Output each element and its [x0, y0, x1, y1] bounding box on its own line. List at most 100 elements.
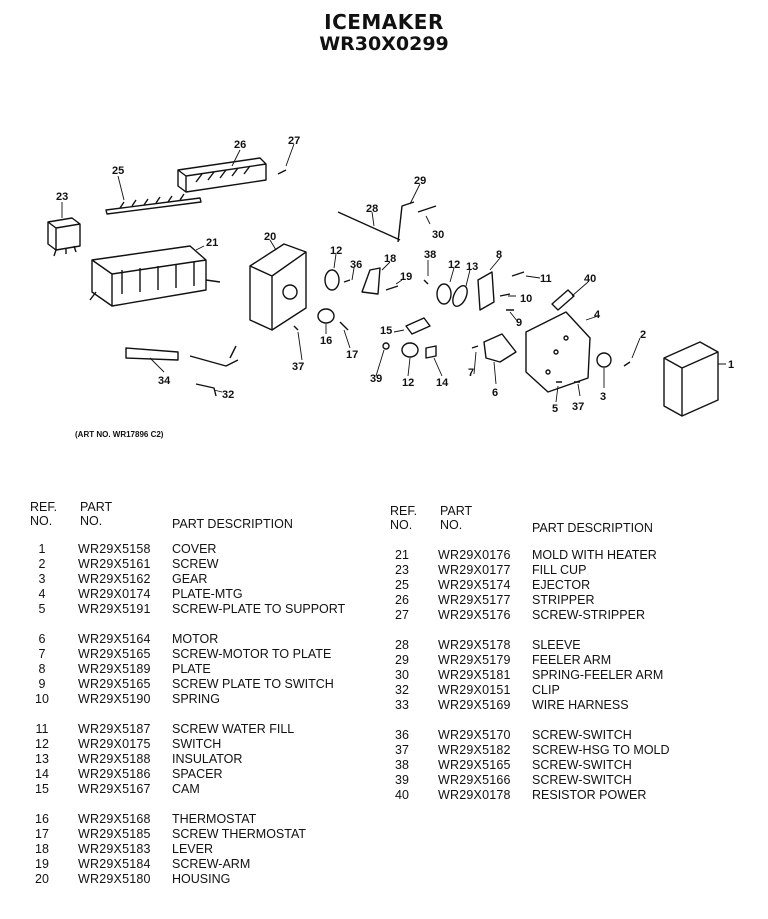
- stripper-screw-part: [277, 169, 287, 175]
- part-number-cell: WR29X5176: [438, 608, 511, 622]
- callout-4: 4: [594, 309, 601, 321]
- part-number-cell: WR29X5161: [78, 557, 151, 571]
- header-ref-no-right: NO.: [390, 518, 413, 532]
- callout-23: 23: [56, 191, 68, 203]
- description-cell: SCREW: [172, 557, 219, 571]
- plate-part: [477, 271, 495, 311]
- part-number-cell: WR29X0174: [78, 587, 151, 601]
- header-part-no: NO.: [80, 514, 103, 528]
- part-number-cell: WR29X5164: [78, 632, 151, 646]
- ref-cell: 7: [38, 647, 46, 661]
- description-cell: SLEEVE: [532, 638, 581, 652]
- ref-cell: 19: [35, 857, 49, 871]
- ref-cell: 3: [38, 572, 46, 586]
- ref-cell: 11: [35, 722, 49, 736]
- callout-37a: 37: [292, 361, 304, 373]
- description-cell: SPACER: [172, 767, 223, 781]
- resistor-part: [551, 289, 575, 311]
- ref-cell: 9: [38, 677, 46, 691]
- callout-38: 38: [424, 249, 436, 261]
- switch-part-3: [401, 342, 419, 358]
- callout-14: 14: [436, 377, 449, 389]
- callout-17: 17: [346, 349, 358, 361]
- part-number-cell: WR29X5177: [438, 593, 511, 607]
- table-row: 5 WR29X5191 SCREW-PLATE TO SUPPORT: [30, 602, 390, 617]
- callout-26: 26: [234, 139, 246, 151]
- motor-part: [483, 333, 517, 363]
- description-cell: SCREW-SWITCH: [532, 773, 632, 787]
- part-number-cell: WR29X5183: [78, 842, 151, 856]
- ref-cell: 21: [395, 548, 409, 562]
- callout-3: 3: [600, 391, 606, 403]
- callout-2: 2: [640, 329, 646, 341]
- ref-cell: 18: [35, 842, 49, 856]
- description-cell: SCREW-MOTOR TO PLATE: [172, 647, 332, 661]
- description-cell: SCREW-PLATE TO SUPPORT: [172, 602, 346, 616]
- callout-37b: 37: [572, 401, 584, 413]
- ref-cell: 39: [395, 773, 409, 787]
- ref-cell: 12: [35, 737, 49, 751]
- ref-cell: 30: [395, 668, 409, 682]
- ref-cell: 14: [35, 767, 49, 781]
- thermostat-part: [317, 308, 335, 324]
- ref-cell: 8: [38, 662, 46, 676]
- cover-screw-part: [623, 361, 631, 367]
- heater-terminal-part: [125, 347, 179, 361]
- ref-cell: 17: [35, 827, 49, 841]
- ref-cell: 36: [395, 728, 409, 742]
- part-number-cell: WR29X5190: [78, 692, 151, 706]
- header-part-right: PART NO.: [440, 504, 472, 532]
- callout-5: 5: [552, 403, 558, 415]
- description-cell: PLATE-MTG: [172, 587, 243, 601]
- description-cell: SWITCH: [172, 737, 222, 751]
- header-part: PART NO.: [80, 500, 112, 528]
- part-number-cell: WR29X0178: [438, 788, 511, 802]
- ejector-part: [105, 193, 202, 215]
- part-number-cell: WR29X5186: [78, 767, 151, 781]
- description-cell: SCREW PLATE TO SWITCH: [172, 677, 334, 691]
- description-cell: RESISTOR POWER: [532, 788, 647, 802]
- part-number-cell: WR29X5189: [78, 662, 151, 676]
- mounting-plate-part: [525, 311, 591, 393]
- part-number-cell: WR29X0151: [438, 683, 511, 697]
- callout-10: 10: [520, 293, 532, 305]
- callout-36: 36: [350, 259, 362, 271]
- fill-cup-part: [47, 217, 81, 257]
- description-cell: SCREW-ARM: [172, 857, 251, 871]
- part-number-cell: WR29X5184: [78, 857, 151, 871]
- ref-cell: 5: [38, 602, 46, 616]
- ref-cell: 23: [395, 563, 409, 577]
- ref-cell: 40: [395, 788, 409, 802]
- callout-6: 6: [492, 387, 498, 399]
- housing-part: [249, 243, 307, 331]
- callout-15: 15: [380, 325, 392, 337]
- callout-7: 7: [468, 367, 474, 379]
- ref-cell: 33: [395, 698, 409, 712]
- callout-8: 8: [496, 249, 502, 261]
- description-cell: SCREW-SWITCH: [532, 758, 632, 772]
- description-cell: MOLD WITH HEATER: [532, 548, 657, 562]
- housing-screw-part: [293, 325, 299, 331]
- part-number-cell: WR29X5169: [438, 698, 511, 712]
- part-number-cell: WR29X5191: [78, 602, 151, 616]
- table-row: 19 WR29X5184 SCREW-ARM: [30, 857, 390, 872]
- header-desc: PART DESCRIPTION: [172, 517, 293, 531]
- callout-30: 30: [432, 229, 444, 241]
- part-number-cell: WR29X5182: [438, 743, 511, 757]
- callout-27: 27: [288, 135, 300, 147]
- part-number-cell: WR29X5165: [438, 758, 511, 772]
- mold-part: [89, 245, 221, 307]
- part-number-cell: WR29X5181: [438, 668, 511, 682]
- model-number: WR30X0299: [319, 33, 449, 55]
